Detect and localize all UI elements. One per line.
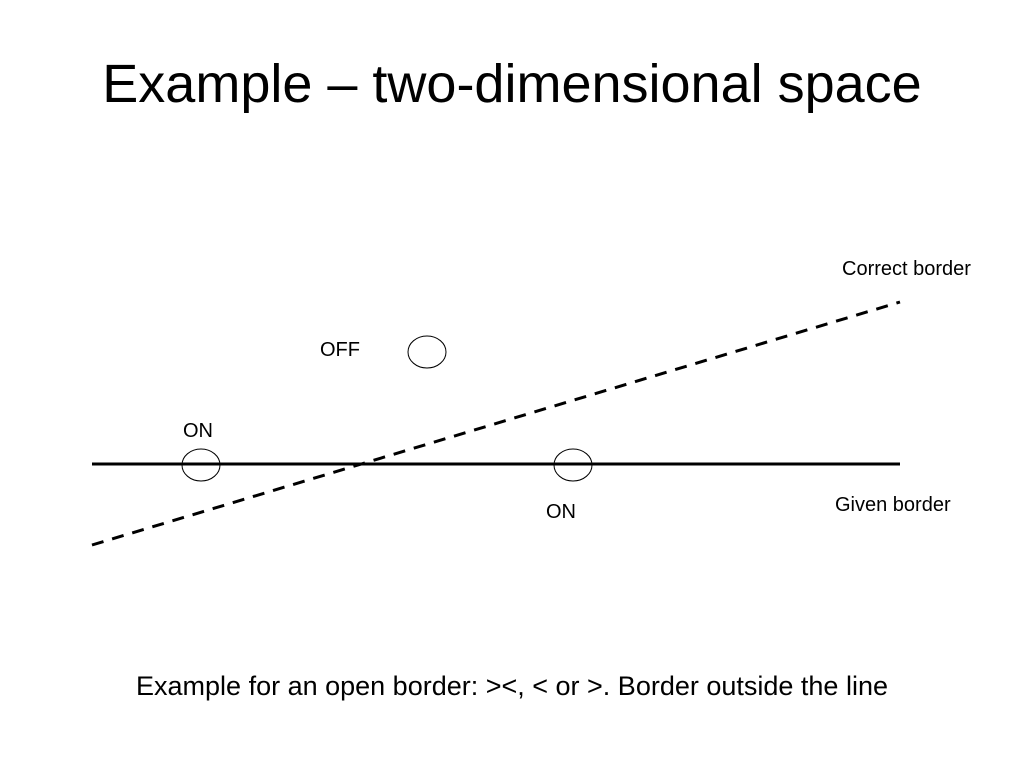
correct-border-label: Correct border xyxy=(842,258,971,280)
on-point-ellipse-right xyxy=(553,448,593,482)
footer-caption: Example for an open border: ><, < or >. … xyxy=(136,671,888,701)
page-title: Example – two-dimensional space xyxy=(102,54,922,114)
on-label-right: ON xyxy=(546,501,576,523)
correct-border-dashed-line xyxy=(91,300,901,547)
on-point-ellipse-left xyxy=(181,448,221,482)
off-point-ellipse xyxy=(407,335,447,369)
given-border-label: Given border xyxy=(835,494,951,516)
on-label-left: ON xyxy=(183,420,213,442)
off-label: OFF xyxy=(320,339,360,361)
